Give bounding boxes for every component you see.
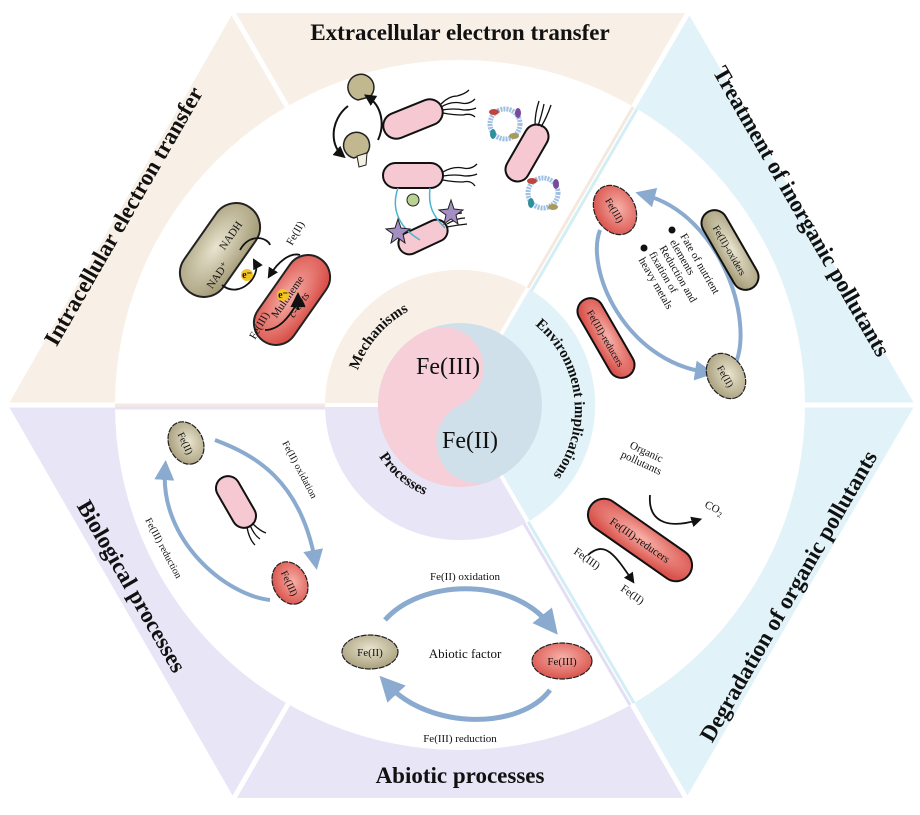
bio-reduction-arrow [154,460,271,602]
bacterium-nanowire-top [382,162,444,189]
fe3-reducers-cell [576,297,636,379]
electron-icon-1 [241,269,253,281]
abiotic-fe2-cloud [341,634,399,670]
shuttle-cycle-arrow-right [363,94,383,141]
core-fe3-label: Fe(III) [416,354,480,380]
abiotic-panel: Fe(II) Fe(III) Abiotic factor Fe(II) oxi… [341,571,593,745]
yin-yang-core: Fe(III) Fe(II) [378,323,542,487]
shuttle-cycle-arrow-left [332,105,349,159]
fe3-cloud [592,184,638,236]
fe2-cloud [705,352,747,400]
svg-text:Fe(III): Fe(III) [547,656,577,668]
bacterium-vesicle [504,123,550,183]
bio-fe2-cloud [167,421,205,465]
abiotic-fe3-cloud [531,642,593,680]
mineral-star-left [384,217,412,245]
svg-text:e⁻: e⁻ [242,270,252,281]
shuttle-reduced-icon [342,131,371,159]
fe2-oxidizers-cell [700,209,760,291]
title-extracellular: Extracellular electron transfer [310,20,609,45]
abiotic-oxidation-label: Fe(II) oxidation [430,571,500,583]
flagella-1 [440,89,477,118]
fe3-half [378,326,495,487]
mineral-star-right [437,198,465,226]
electron-icon-2 [277,289,289,301]
bio-fe3-cloud [271,561,309,605]
flagella-2 [442,163,478,187]
bio-flagella [246,522,267,546]
title-abiotic: Abiotic processes [376,763,545,788]
extracellular-panel [332,73,561,256]
abiotic-reduction-arrow [379,675,552,722]
nanowire-left [394,187,421,241]
nanowire-right [428,187,446,229]
bio-oxidation-arrow [214,438,323,570]
flagella-4 [534,100,552,128]
vesicle-bottom [525,175,561,211]
organic-fe3-reducers-cell [586,497,694,583]
shuttle-oxidized-icon [347,73,375,101]
abiotic-factor-label: Abiotic factor [429,646,502,661]
vesicle-top [487,106,523,142]
cycle-arrow-left [594,229,715,381]
cell-nadh [178,202,262,298]
abiotic-reduction-label: Fe(III) reduction [423,733,497,745]
bacterium-shuttle [382,98,444,140]
svg-text:e⁻: e⁻ [278,290,288,301]
svg-text:Fe(II): Fe(II) [357,647,383,659]
cycle-arrow-right [635,187,743,366]
core-fe2-label: Fe(II) [442,428,498,454]
mediator-icon [406,193,420,207]
bacterium-nanowire-bottom [397,218,449,256]
abiotic-oxidation-arrow [383,586,558,635]
shuttle-piece-icon [356,152,368,168]
co2-label: CO2 [702,499,725,520]
